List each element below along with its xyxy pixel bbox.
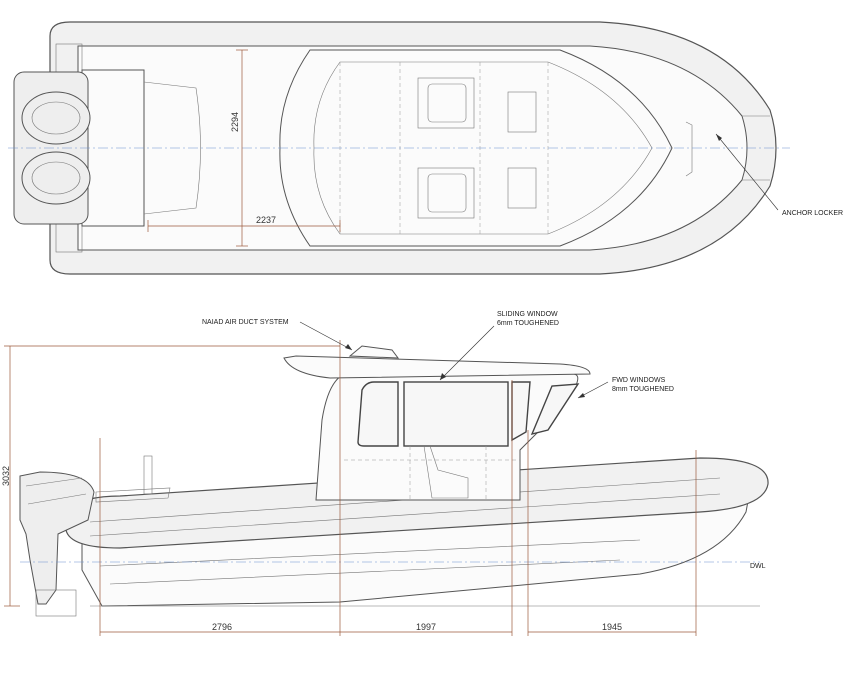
profile-view: DWL 3032 2796 1997 1945 NAIAD AIR DUCT S… (1, 311, 769, 636)
profile-aft-post (143, 455, 153, 495)
profile-fwd-window (530, 383, 580, 436)
profile-dim-height: 3032 (1, 466, 11, 486)
plan-bow-lines (742, 115, 770, 181)
plan-dim-aft-deck: 2237 (256, 215, 276, 225)
plan-engine-port (21, 91, 91, 145)
profile-fwd-windows-label-1: FWD WINDOWS (612, 377, 666, 384)
profile-sliding-window-label-1: SLIDING WINDOW (497, 311, 558, 318)
plan-seat-box (143, 81, 201, 215)
profile-roof (283, 355, 591, 379)
plan-console-port (507, 91, 537, 133)
profile-dim-3: 1945 (602, 622, 622, 632)
profile-outboard (19, 471, 95, 605)
plan-seat-port (417, 77, 475, 129)
profile-sliding-window-main (403, 381, 509, 447)
profile-sliding-window-leader (439, 325, 495, 381)
plan-engine-starboard (21, 151, 91, 205)
plan-seat-starboard (417, 167, 475, 219)
profile-aft-bench (95, 487, 171, 503)
plan-dim-beam: 2294 (230, 112, 240, 132)
plan-engine-starboard-cowl (31, 161, 81, 195)
profile-outboard-cowl-lines (25, 477, 87, 505)
plan-anchor-hatch (685, 121, 693, 177)
plan-engine-port-cowl (31, 101, 81, 135)
profile-dim-2: 1997 (416, 622, 436, 632)
profile-air-duct-leader (299, 321, 353, 351)
profile-dwl-label: DWL (750, 563, 766, 570)
profile-sliding-window-aft (357, 381, 399, 447)
profile-sliding-window-label-2: 6mm TOUGHENED (497, 320, 559, 327)
profile-fwd-windows-label-2: 8mm TOUGHENED (612, 386, 674, 393)
plan-anchor-leader (715, 133, 779, 211)
profile-hidden-lines (344, 446, 520, 500)
plan-view: 2294 2237 ANCHOR LOCKER (8, 21, 843, 275)
plan-anchor-locker-label: ANCHOR LOCKER (782, 210, 843, 217)
plan-wheelhouse-inner (313, 61, 653, 235)
profile-air-duct-label: NAIAD AIR DUCT SYSTEM (202, 319, 289, 326)
plan-console-starboard (507, 167, 537, 209)
profile-hull-chines (99, 539, 641, 585)
profile-tube (65, 457, 769, 549)
plan-wheelhouse-roof (279, 49, 673, 247)
profile-helm-seat (423, 445, 469, 499)
profile-dim-1: 2796 (212, 622, 232, 632)
profile-outboard-leg (35, 589, 77, 617)
profile-air-duct (348, 345, 400, 359)
